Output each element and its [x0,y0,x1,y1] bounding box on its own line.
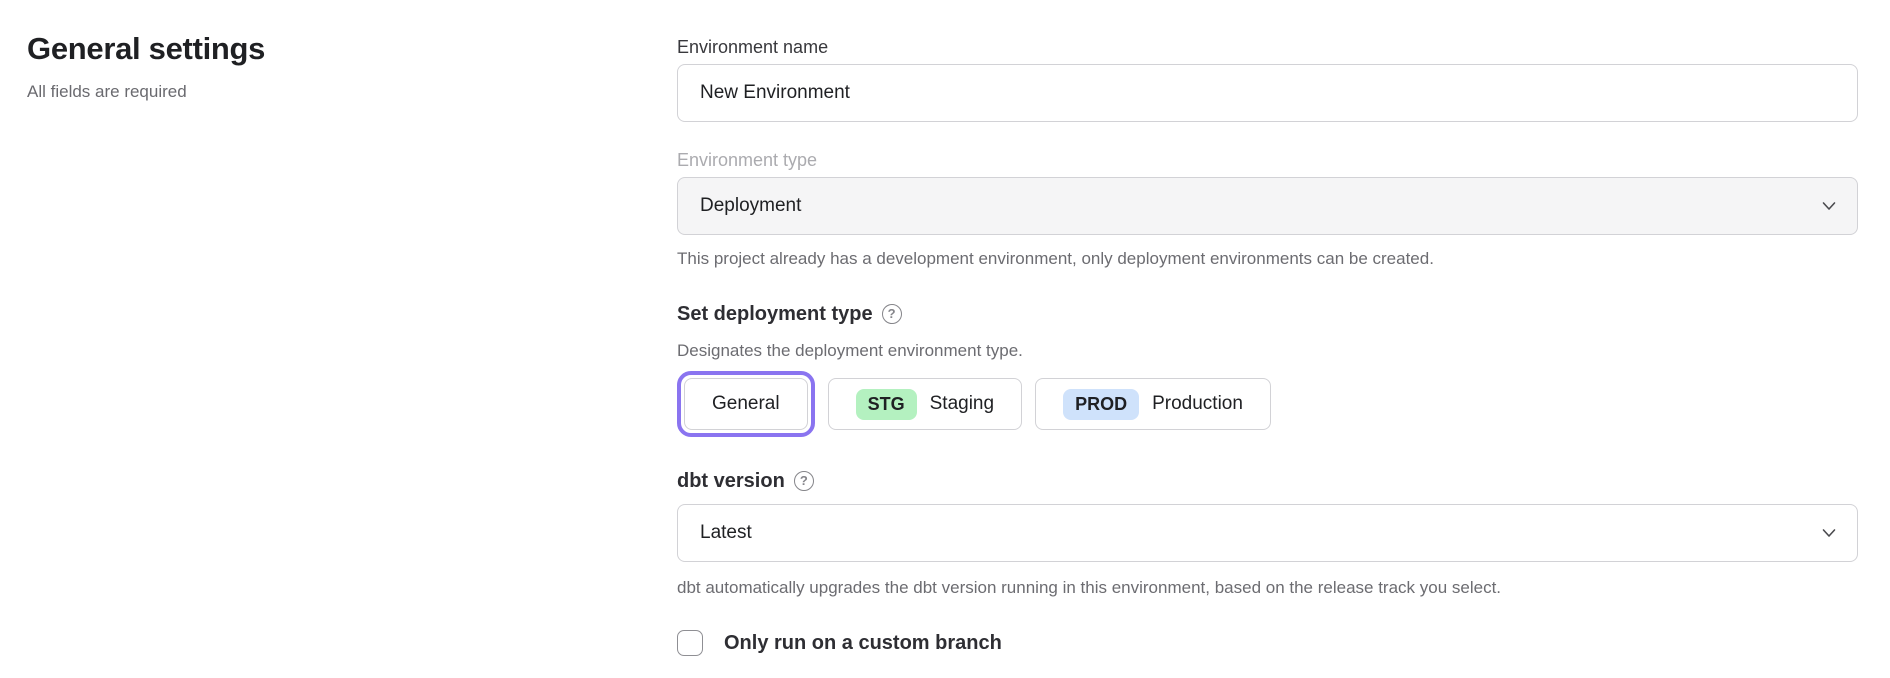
dbt-version-section-label: dbt version ? [677,468,1858,494]
environment-type-label: Environment type [677,150,818,170]
environment-settings-form: Environment name Environment type Deploy… [677,30,1858,656]
environment-name-input[interactable] [677,64,1858,122]
deployment-type-staging-button[interactable]: STG Staging [827,378,1023,430]
environment-type-value: Deployment [700,195,802,216]
custom-branch-checkbox[interactable] [677,630,703,656]
dbt-version-select[interactable]: Latest [677,504,1858,562]
environment-name-label: Environment name [677,37,829,57]
environment-type-helper: This project already has a development e… [677,249,1434,268]
environment-type-select: Deployment [677,177,1858,235]
page-subtitle: All fields are required [27,82,187,101]
custom-branch-row: Only run on a custom branch [677,630,1858,656]
deployment-type-description: Designates the deployment environment ty… [677,341,1023,360]
deployment-type-production-button[interactable]: PROD Production [1035,378,1271,430]
help-icon[interactable]: ? [881,304,902,324]
staging-badge: STG [855,388,917,420]
help-icon[interactable]: ? [793,471,814,491]
deployment-type-options: General STG Staging PROD Production [677,371,1858,437]
chevron-down-icon [1822,529,1836,537]
deployment-type-section-label: Set deployment type ? [677,301,1858,327]
dbt-version-value: Latest [700,522,752,543]
selected-option-ring: General [677,371,815,437]
deployment-type-general-button[interactable]: General [684,378,808,430]
chevron-down-icon [1822,202,1836,210]
dbt-version-label-text: dbt version [677,470,785,492]
general-button-label: General [712,393,780,414]
production-badge: PROD [1063,388,1140,420]
dbt-version-helper: dbt automatically upgrades the dbt versi… [677,578,1502,597]
staging-button-label: Staging [929,393,995,414]
heading-block: General settings All fields are required [27,30,587,103]
custom-branch-label: Only run on a custom branch [724,632,1002,654]
page-title: General settings [27,31,266,66]
deployment-type-label-text: Set deployment type [677,303,873,325]
production-button-label: Production [1152,393,1243,414]
